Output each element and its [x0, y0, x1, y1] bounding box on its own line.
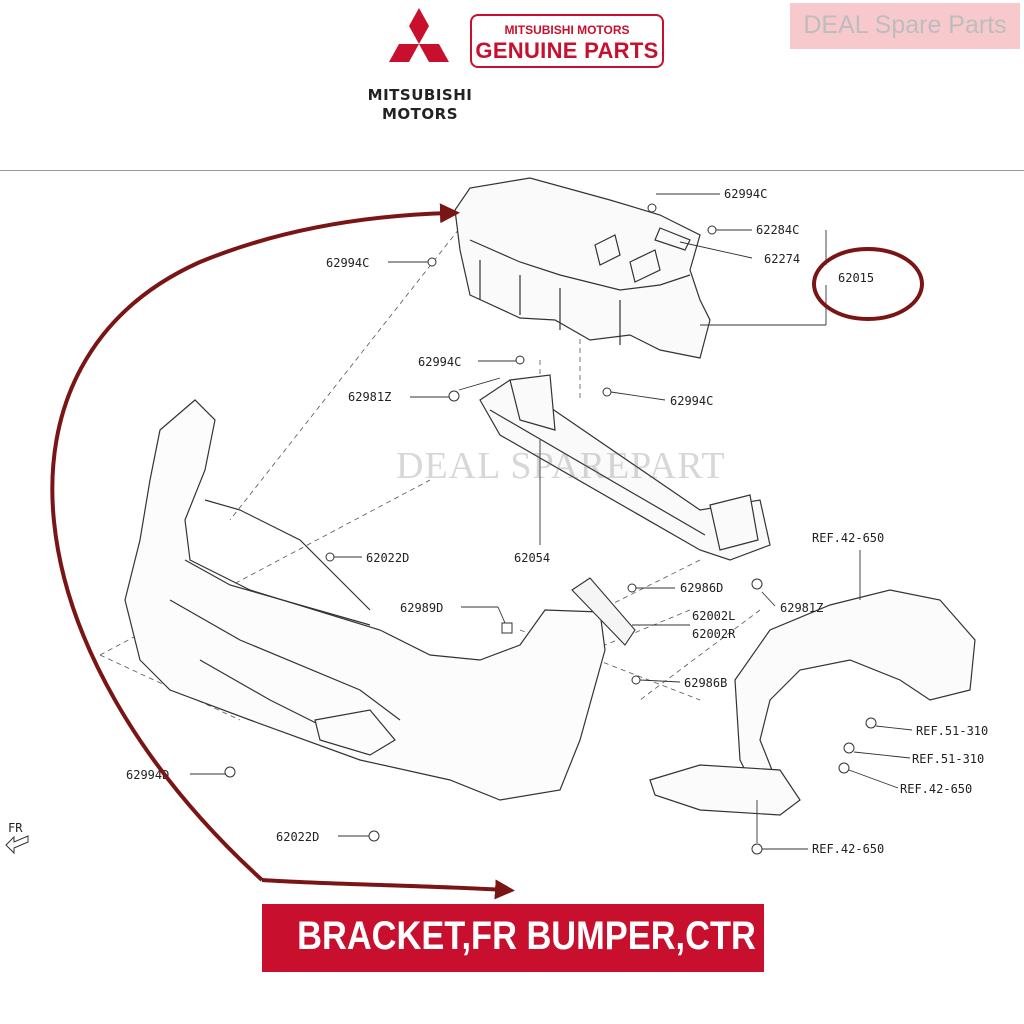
leader-lines [190, 193, 913, 850]
pointer-arrow-to-bracket [50, 203, 460, 882]
callout-62994c-right: 62994C [670, 394, 713, 408]
mitsubishi-three-diamond-logo [389, 8, 449, 62]
seller-badge-text: DEAL Spare Parts [803, 11, 1007, 39]
genuine-parts-title: GENUINE PARTS [475, 38, 659, 63]
callout-62981z-left: 62981Z [348, 390, 391, 404]
callout-62994d: 62994D [126, 768, 169, 782]
wheel-liner [649, 589, 976, 816]
front-orientation-label: FR [8, 821, 23, 835]
callout-ref-42-650-mid: REF.42-650 [900, 782, 972, 796]
highlight-circle [812, 247, 924, 321]
callout-62994c-middle: 62994C [418, 355, 461, 369]
callout-62989d: 62989D [400, 601, 443, 615]
callout-ref-42-650-bottom: REF.42-650 [812, 842, 884, 856]
part-name-banner: BRACKET,FR BUMPER,CTR >> 62015 [262, 904, 911, 972]
callout-62022d-top: 62022D [366, 551, 409, 565]
callout-ref-42-650-liner: REF.42-650 [812, 531, 884, 545]
seller-badge: DEAL Spare Parts [790, 3, 1020, 49]
callout-ref-51-310-b: REF.51-310 [912, 752, 984, 766]
brand-name-line2: MOTORS [381, 105, 458, 123]
brand-name-line1: MITSUBISHI [367, 86, 473, 104]
callout-62054: 62054 [514, 551, 550, 565]
callout-62284c: 62284C [756, 223, 799, 237]
callout-62022d-bottom: 62022D [276, 830, 319, 844]
genuine-parts-maker: MITSUBISHI MOTORS [504, 23, 630, 37]
reinforcement-beam-62054 [479, 374, 771, 561]
part-name-banner-text: BRACKET,FR BUMPER,CTR >> 62015 [297, 914, 911, 958]
header: MITSUBISHI MOTORS MITSUBISHI MOTORS GENU… [0, 0, 1024, 170]
header-divider [0, 170, 1024, 171]
genuine-parts-badge: MITSUBISHI MOTORS GENUINE PARTS [470, 14, 664, 68]
front-bumper [124, 399, 606, 801]
callout-62002l: 62002L [692, 609, 735, 623]
callout-62015: 62015 [838, 271, 874, 285]
parts-diagram: 62994C 62284C 62274 62015 62994C 62994C … [5, 177, 988, 900]
callout-62994c-left: 62994C [326, 256, 369, 270]
callout-62986d: 62986D [680, 581, 723, 595]
pointer-arrow-to-banner [261, 878, 515, 900]
front-orientation-indicator: FR [5, 821, 29, 855]
front-arrow-icon [5, 835, 29, 855]
center-bracket-62015 [454, 177, 711, 359]
callout-62274: 62274 [764, 252, 800, 266]
callout-62981z-right: 62981Z [780, 601, 823, 615]
fasteners [224, 203, 877, 855]
callout-62994c-top: 62994C [724, 187, 767, 201]
callout-62002r: 62002R [692, 627, 736, 641]
callout-62986b: 62986B [684, 676, 727, 690]
side-bracket-62002 [571, 577, 636, 646]
watermark: DEAL SPAREPART [396, 445, 726, 487]
callout-labels: 62994C 62284C 62274 62015 62994C 62994C … [126, 187, 988, 856]
callout-ref-51-310-a: REF.51-310 [916, 724, 988, 738]
